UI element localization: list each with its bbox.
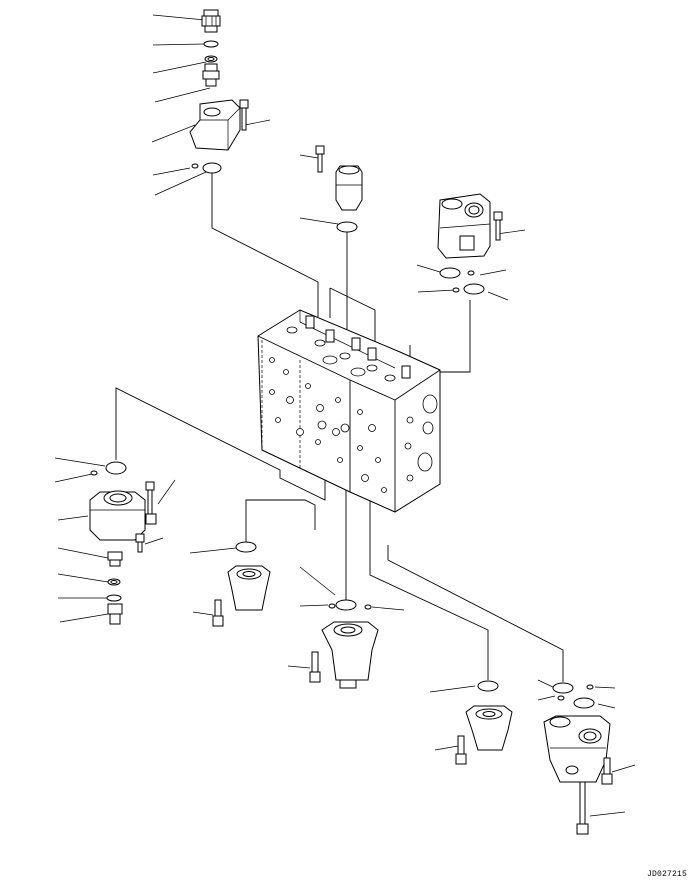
o-ring-top-middle xyxy=(336,221,358,233)
bolt-top-right xyxy=(493,211,503,241)
top-right-valve-group xyxy=(437,193,503,295)
valve-body-bottom-right xyxy=(543,715,611,783)
bolt-bottom-middle xyxy=(309,651,321,683)
union-fitting-top xyxy=(201,9,221,33)
small-o-ring-left-b xyxy=(90,470,98,476)
block-front-holes xyxy=(269,357,387,493)
bottom-middle-valve-group xyxy=(309,599,379,689)
bolt-bottom-right-middle xyxy=(455,735,467,765)
bolt-bottom-left xyxy=(212,599,224,627)
bolt-bottom-right-short xyxy=(601,757,613,785)
top-right-valve-body xyxy=(437,193,491,259)
cover-valve-bottom-left xyxy=(227,565,271,611)
block-side-ports xyxy=(404,394,438,482)
bolt-top-middle xyxy=(315,145,325,173)
o-ring-bottom-left xyxy=(235,541,257,553)
small-o-ring-bottom-right-a xyxy=(586,684,594,690)
long-bolt-left xyxy=(145,481,157,525)
small-o-ring-top-right-b xyxy=(452,287,460,293)
o-ring-bottom-right-b xyxy=(573,697,595,709)
main-control-valve-block xyxy=(257,309,441,513)
bottom-right-cover-group xyxy=(455,680,513,765)
small-o-ring-left xyxy=(191,163,199,169)
relief-valve-cartridge xyxy=(335,165,363,211)
o-ring-left-large xyxy=(105,461,127,475)
o-ring-left-small xyxy=(106,594,122,602)
top-left-valve-stack xyxy=(189,9,249,174)
o-ring-top xyxy=(203,40,219,48)
nut-left xyxy=(107,578,121,586)
o-ring-top-right-a xyxy=(439,267,461,279)
o-ring-bottom-middle xyxy=(335,599,357,611)
o-ring-bottom-right-middle xyxy=(477,680,499,692)
plug-left-bottom xyxy=(107,603,123,625)
o-ring-bottom-right-a xyxy=(552,682,574,694)
block-top-fittings xyxy=(286,315,411,382)
small-o-ring-top-right-a xyxy=(467,270,475,276)
plug-fitting-left xyxy=(107,551,123,567)
o-ring-top-right-b xyxy=(463,283,485,295)
bottom-right-valve-group xyxy=(543,682,613,835)
bolt-top-left xyxy=(239,99,249,131)
top-middle-valve-group xyxy=(315,145,363,233)
small-o-ring-bottom-middle-b xyxy=(364,604,372,610)
small-o-ring-bottom-middle-a xyxy=(328,603,336,609)
spring-washer xyxy=(204,55,218,63)
left-valve-body xyxy=(89,490,146,541)
bolt-left-small xyxy=(135,533,145,553)
solenoid-valve-body xyxy=(189,99,241,151)
left-valve-group xyxy=(89,461,157,625)
long-bolt-bottom-right xyxy=(576,781,589,835)
adapter-fitting xyxy=(202,63,220,87)
o-ring-large-left xyxy=(202,162,222,174)
leader-lines xyxy=(54,14,636,817)
valve-body-bottom-middle xyxy=(321,621,379,689)
bottom-left-cover-group xyxy=(212,541,271,627)
cover-valve-bottom-right xyxy=(465,705,513,751)
drawing-reference-code: JD027215 xyxy=(646,870,687,879)
small-o-ring-bottom-right-b xyxy=(557,695,565,701)
